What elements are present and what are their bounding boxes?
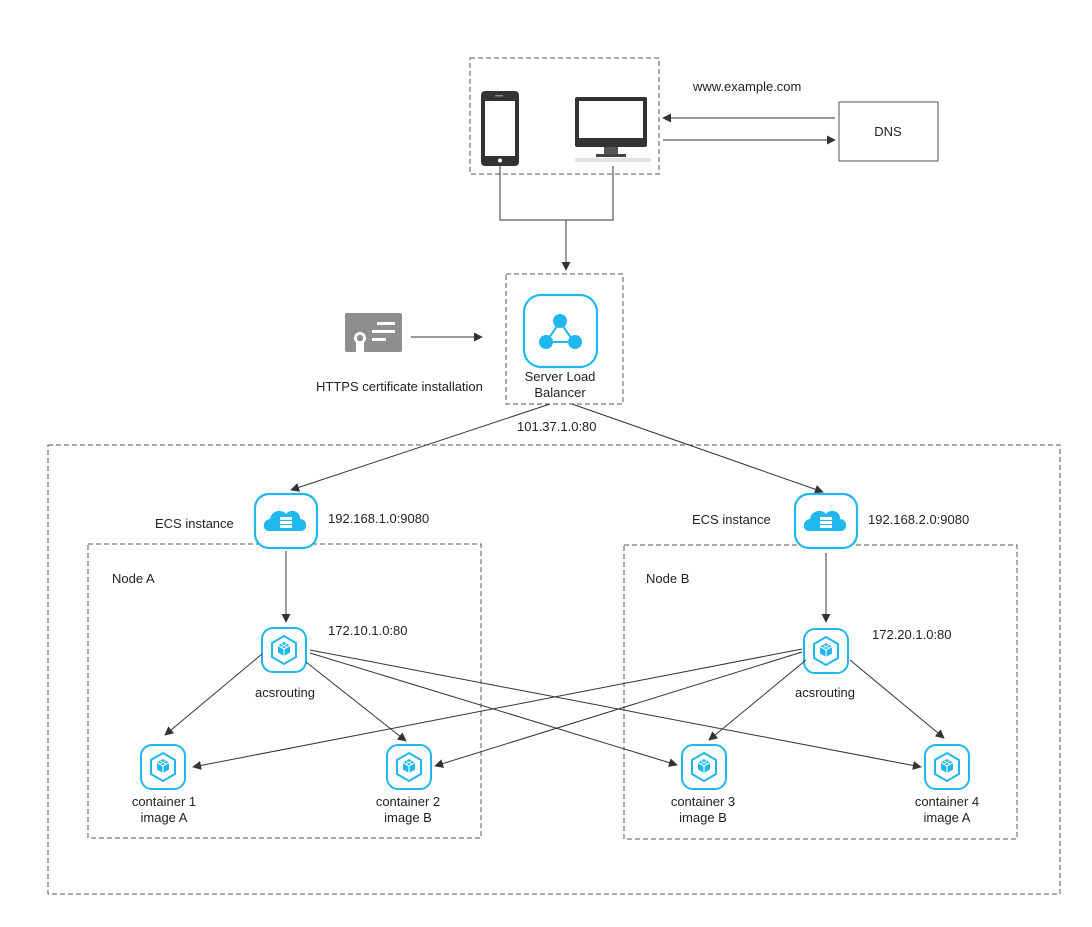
certificate-label: HTTPS certificate installation [316, 379, 483, 394]
container-4-image: image A [924, 810, 971, 825]
routing-a-to-container-4-arrow [309, 649, 922, 770]
ecs-b-icon [793, 492, 859, 550]
dns-box [838, 101, 939, 162]
routing-b-to-container-1-arrow [192, 648, 803, 770]
container-3-image: image B [679, 810, 727, 825]
routing-a-label: acsrouting [255, 685, 315, 700]
container-4-icon [924, 744, 970, 790]
cluster-group [47, 444, 1061, 895]
slb-to-ecs-b-arrow [571, 403, 824, 494]
slb-label-line2: Balancer [534, 385, 586, 400]
slb-group [505, 273, 624, 405]
routing-b-to-container-4-arrow [849, 659, 945, 739]
ecs-a-label: ECS instance [155, 516, 234, 531]
ecs-b-address: 192.168.2.0:9080 [868, 512, 969, 527]
slb-to-ecs-a-arrow [290, 403, 551, 492]
routing-b-to-container-3-arrow [708, 659, 807, 741]
ecs-a-address: 192.168.1.0:9080 [328, 511, 429, 526]
slb-label-line1: Server Load [525, 369, 596, 384]
container-1-name: container 1 [132, 794, 196, 809]
ecs-a-icon [253, 492, 319, 550]
dns-label: DNS [874, 124, 902, 139]
devices-connector [499, 166, 614, 221]
routing-b-address: 172.20.1.0:80 [872, 627, 952, 642]
routing-a-to-container-2-arrow [305, 661, 407, 742]
slb-address: 101.37.1.0:80 [517, 419, 597, 434]
certificate-icon [345, 313, 402, 356]
container-2-icon [386, 744, 432, 790]
acsrouting-a-icon [261, 627, 307, 673]
desktop-computer-icon [575, 97, 651, 162]
node-b-label: Node B [646, 571, 689, 586]
container-1-icon [140, 744, 186, 790]
routing-b-label: acsrouting [795, 685, 855, 700]
container-2-name: container 2 [376, 794, 440, 809]
load-balancer-icon [522, 293, 599, 369]
domain-name-label: www.example.com [692, 79, 801, 94]
routing-a-to-container-1-arrow [164, 653, 263, 736]
acsrouting-b-icon [803, 628, 849, 674]
container-2-image: image B [384, 810, 432, 825]
container-1-image: image A [141, 810, 188, 825]
routing-b-to-container-2-arrow [434, 651, 803, 768]
mobile-phone-icon [481, 91, 519, 166]
container-3-icon [681, 744, 727, 790]
ecs-b-label: ECS instance [692, 512, 771, 527]
client-devices-group [469, 57, 660, 175]
container-4-name: container 4 [915, 794, 979, 809]
container-3-name: container 3 [671, 794, 735, 809]
routing-a-address: 172.10.1.0:80 [328, 623, 408, 638]
node-a-label: Node A [112, 571, 155, 586]
